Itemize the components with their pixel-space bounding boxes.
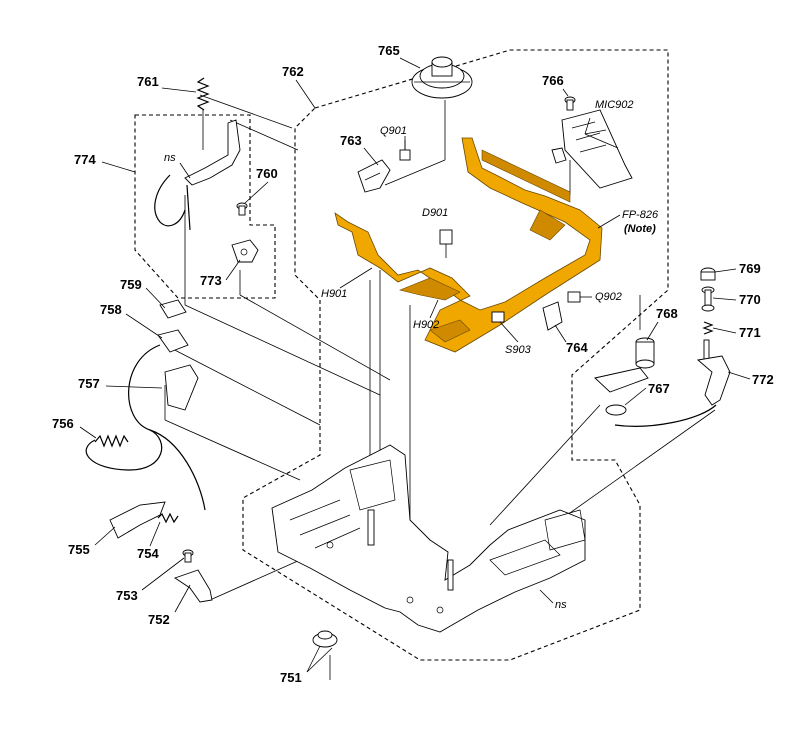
callout-769: 769 (739, 261, 761, 276)
label-q901: Q901 (380, 125, 407, 137)
lever-772 (614, 339, 731, 427)
holder-763 (357, 159, 391, 193)
spring-754 (157, 512, 179, 524)
washer-767 (605, 404, 627, 416)
callout-765: 765 (378, 43, 400, 58)
label-ns-lower: ns (555, 599, 567, 611)
callout-768: 768 (656, 306, 678, 321)
callout-757: 757 (78, 376, 100, 391)
holder-764 (542, 301, 563, 331)
spring-771 (702, 321, 714, 335)
callout-755: 755 (68, 542, 90, 557)
screw-766 (564, 96, 576, 111)
plate-759 (159, 299, 187, 319)
callout-764: 764 (566, 340, 588, 355)
label-h902: H902 (413, 319, 439, 331)
bracket-773 (231, 239, 259, 263)
label-ns-upper: ns (164, 152, 176, 164)
sensor-q902 (567, 291, 581, 303)
callout-774: 774 (74, 152, 96, 167)
sensor-mic902 (551, 109, 633, 189)
flex-board-fp826 (334, 137, 603, 353)
label-d901: D901 (422, 207, 448, 219)
main-chassis (271, 444, 586, 633)
arm-757 (164, 364, 199, 411)
callout-767: 767 (648, 381, 670, 396)
callout-773: 773 (200, 273, 222, 288)
label-note: (Note) (624, 223, 656, 235)
gear-765 (411, 56, 473, 99)
callout-772: 772 (752, 372, 774, 387)
wire-loop (85, 344, 206, 511)
callout-766: 766 (542, 73, 564, 88)
callout-761: 761 (137, 74, 159, 89)
callout-751: 751 (280, 670, 302, 685)
callout-762: 762 (282, 64, 304, 79)
callout-771: 771 (739, 325, 761, 340)
callout-756: 756 (52, 416, 74, 431)
plate-752 (173, 569, 213, 603)
callout-763: 763 (340, 133, 362, 148)
diode-d901 (439, 229, 453, 258)
label-mic902: MIC902 (595, 99, 634, 111)
shaft-770 (701, 286, 715, 312)
cap-769 (700, 267, 716, 281)
callout-754: 754 (137, 546, 159, 561)
screw-753 (182, 549, 194, 563)
callout-760: 760 (256, 166, 278, 181)
bracket-758 (157, 329, 189, 353)
switch-s903 (491, 311, 505, 323)
label-s903: S903 (505, 344, 532, 356)
group-774-outline (134, 114, 276, 299)
spring-761 (196, 77, 210, 150)
lever-755 (109, 501, 166, 539)
callout-753: 753 (116, 588, 138, 603)
label-fp826: FP-826 (622, 209, 659, 221)
group-762-outline (242, 49, 669, 661)
spring-756 (94, 434, 129, 448)
screw-760 (236, 202, 248, 216)
lever-774 (154, 119, 241, 231)
component-labels: Q901 MIC902 ns D901 FP-826 (Note) H901 H… (164, 99, 659, 611)
callout-752: 752 (148, 612, 170, 627)
callout-770: 770 (739, 292, 761, 307)
roller-768 (594, 337, 655, 393)
callout-758: 758 (100, 302, 122, 317)
callout-leaders (79, 57, 751, 673)
callout-759: 759 (120, 277, 142, 292)
callout-numbers: 765 766 761 762 774 763 760 773 759 758 … (52, 43, 774, 685)
label-leaders (179, 136, 621, 604)
gear-751 (312, 630, 338, 648)
label-q902: Q902 (595, 291, 622, 303)
label-h901: H901 (321, 288, 347, 300)
